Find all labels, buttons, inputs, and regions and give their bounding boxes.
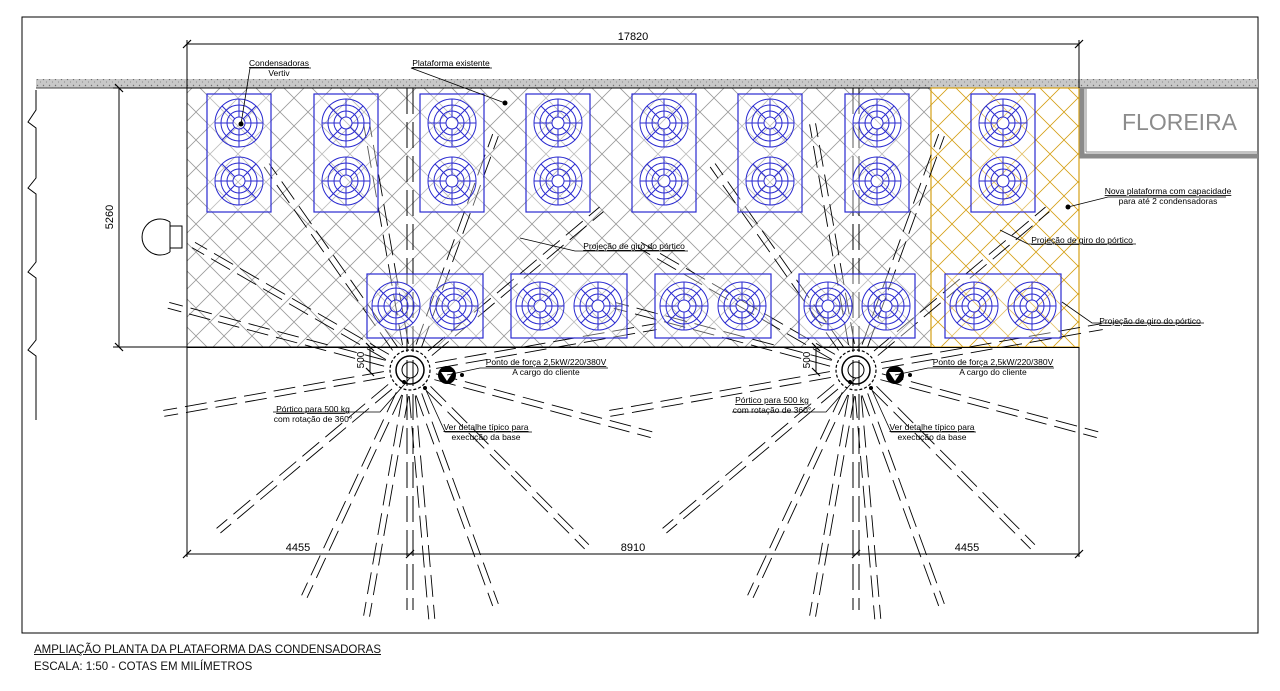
label-gantry-right: Pórtico para 500 kg — [735, 395, 809, 405]
fan-icon — [717, 281, 767, 331]
condenser-unit — [654, 273, 772, 339]
fan-icon — [214, 98, 264, 148]
fan-icon — [573, 281, 623, 331]
label-gantry-projection-3: Projeção de giro do pórtico — [1099, 316, 1201, 326]
gantry-rotation-projection — [163, 123, 1103, 620]
label-power-point-left: Ponto de força 2,5kW/220/380V — [486, 357, 607, 367]
fan-icon — [745, 98, 795, 148]
fan-icon — [949, 281, 999, 331]
fan-icon — [803, 281, 853, 331]
fan-icon — [429, 281, 479, 331]
fan-icon — [321, 98, 371, 148]
fan-icon — [978, 98, 1028, 148]
condenser-unit — [419, 93, 485, 213]
dimension-right-segment: 4455 — [955, 542, 979, 554]
dimension-middle-segment: 8910 — [621, 542, 645, 554]
fan-icon — [533, 156, 583, 206]
fan-icon — [427, 98, 477, 148]
condenser-unit — [798, 273, 916, 339]
condenser-unit — [970, 93, 1036, 213]
dimension-total-width: 17820 — [618, 31, 649, 43]
new-platform — [930, 87, 1080, 348]
fan-icon — [852, 98, 902, 148]
label-new-platform-capacity: para até 2 condensadoras — [1119, 196, 1218, 206]
label-new-platform: Nova plataforma com capacidade — [1105, 186, 1232, 196]
label-base-detail-right-note: execução da base — [898, 432, 967, 442]
fan-icon — [745, 156, 795, 206]
leader-lines — [240, 67, 1226, 433]
gantry-left — [389, 349, 431, 391]
fan-icon — [639, 98, 689, 148]
condenser-unit — [737, 93, 803, 213]
condenser-unit — [510, 273, 628, 339]
label-gantry-right-rotation: com rotação de 360° — [733, 405, 812, 415]
fan-icon — [427, 156, 477, 206]
label-condensers-brand: Vertiv — [268, 68, 290, 78]
fan-icon — [533, 98, 583, 148]
wall-fixture — [141, 218, 183, 256]
planter-label: FLOREIRA — [1122, 109, 1238, 135]
existing-platform — [186, 87, 932, 348]
label-power-point-right: Ponto de força 2,5kW/220/380V — [933, 357, 1054, 367]
fan-icon — [978, 156, 1028, 206]
label-gantry-left: Pórtico para 500 kg — [276, 404, 350, 414]
fan-icon — [852, 156, 902, 206]
label-base-detail-left-note: execução da base — [452, 432, 521, 442]
ground-strip — [36, 79, 1258, 88]
condenser-unit — [366, 273, 484, 339]
platform-plan-drawing: FLOREIRA — [21, 16, 1259, 634]
condenser-unit — [844, 93, 910, 213]
label-base-detail-left: Ver detalhe típico para — [443, 422, 528, 432]
label-gantry-projection-1: Projeção de giro do pórtico — [583, 241, 685, 251]
fan-icon — [659, 281, 709, 331]
dimension-offset-right: 500 — [802, 351, 813, 368]
dimension-left-segment: 4455 — [286, 542, 310, 554]
label-base-detail-right: Ver detalhe típico para — [889, 422, 974, 432]
wall-break-line — [27, 90, 37, 420]
gantry-rails — [406, 88, 860, 610]
label-condensers: Condensadoras — [249, 58, 309, 68]
fan-icon — [371, 281, 421, 331]
drawing-scale: ESCALA: 1:50 - COTAS EM MILÍMETROS — [34, 661, 253, 673]
label-gantry-projection-2: Projeção de giro do pórtico — [1031, 235, 1133, 245]
fan-icon — [321, 156, 371, 206]
label-power-point-right-note: A cargo do cliente — [959, 367, 1027, 377]
label-gantry-left-rotation: com rotação de 360° — [274, 414, 353, 424]
gantry-right — [835, 349, 877, 391]
fan-icon — [1007, 281, 1057, 331]
label-power-point-left-note: A cargo do cliente — [512, 367, 580, 377]
dimension-height: 5260 — [104, 205, 116, 229]
condenser-unit — [631, 93, 697, 213]
label-existing-platform: Plataforma existente — [412, 58, 490, 68]
planter — [1079, 88, 1258, 159]
drawing-title: AMPLIAÇÃO PLANTA DA PLATAFORMA DAS CONDE… — [34, 644, 381, 656]
fan-icon — [861, 281, 911, 331]
fan-icon — [515, 281, 565, 331]
condenser-units — [206, 93, 1062, 339]
condenser-unit — [944, 273, 1062, 339]
drawing-frame — [21, 16, 1259, 634]
dimension-lines — [113, 39, 1084, 559]
condenser-unit — [525, 93, 591, 213]
dimension-offset-left: 500 — [356, 351, 367, 368]
condenser-unit — [313, 93, 379, 213]
fan-icon — [214, 156, 264, 206]
condenser-unit — [206, 93, 272, 213]
fan-icon — [639, 156, 689, 206]
